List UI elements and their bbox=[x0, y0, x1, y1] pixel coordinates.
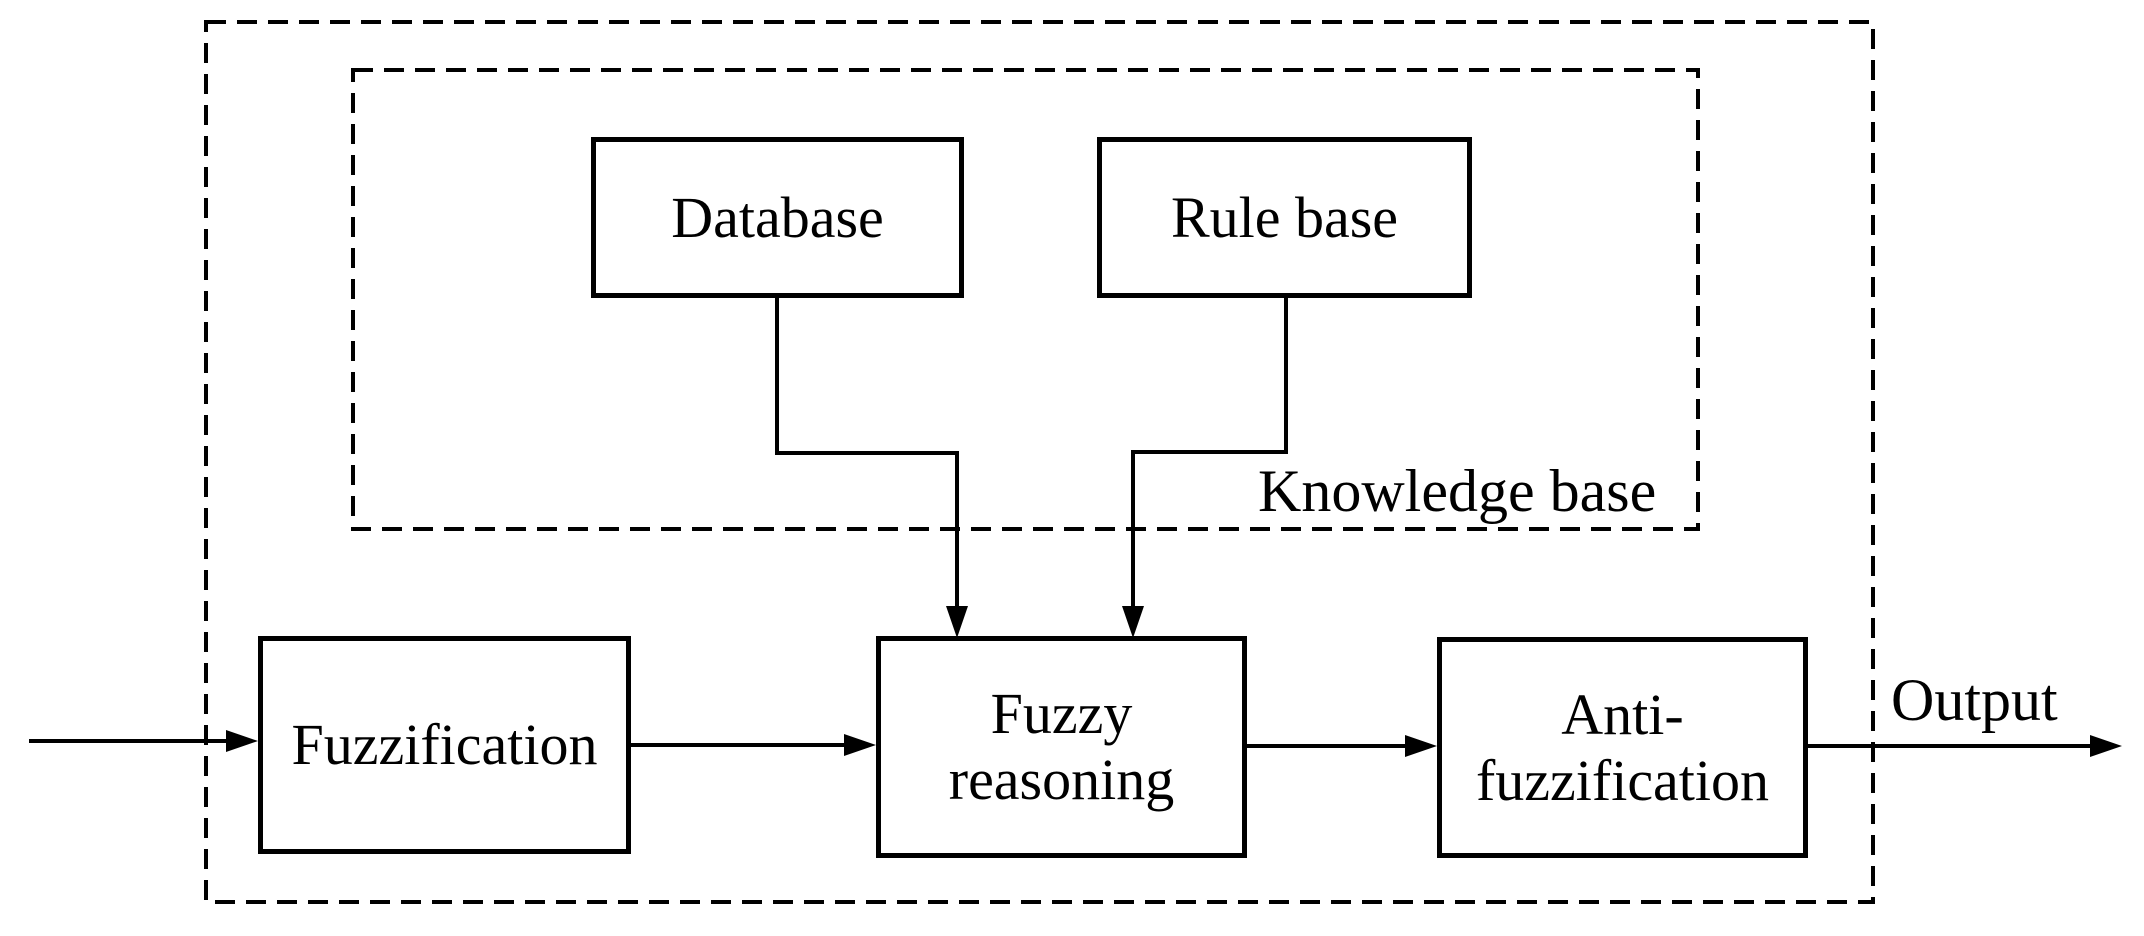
edge-rule-base-to-fuzzy-reasoning bbox=[1122, 298, 1288, 638]
node-anti-fuzzification-label-line1: Anti- bbox=[1561, 681, 1684, 747]
edge-fuzzy-reasoning-to-anti-fuzzification bbox=[1247, 735, 1437, 757]
node-database-label: Database bbox=[671, 184, 884, 250]
outer-dashed-frame bbox=[204, 20, 1875, 904]
node-fuzzy-reasoning-label-line2: reasoning bbox=[948, 747, 1175, 812]
edge-anti-fuzzification-to-output bbox=[1808, 735, 2122, 757]
edge-database-to-fuzzy-reasoning bbox=[775, 298, 968, 638]
edge-line bbox=[775, 298, 959, 612]
arrowhead-right-icon bbox=[226, 730, 258, 752]
output-label: Output bbox=[1891, 667, 2058, 733]
arrowhead-right-icon bbox=[2090, 735, 2122, 757]
knowledge-base-group-label: Knowledge base bbox=[1258, 458, 1657, 524]
node-anti-fuzzification: Anti- fuzzification bbox=[1437, 637, 1808, 858]
edge-input-to-fuzzification bbox=[29, 730, 258, 752]
node-fuzzy-reasoning: Fuzzy reasoning bbox=[876, 636, 1247, 858]
node-fuzzification: Fuzzification bbox=[258, 636, 631, 854]
node-anti-fuzzification-label-line2: fuzzification bbox=[1475, 747, 1770, 813]
arrowhead-down-icon bbox=[1122, 606, 1144, 638]
arrowhead-down-icon bbox=[946, 606, 968, 638]
node-database: Database bbox=[591, 137, 964, 298]
edge-line bbox=[1131, 298, 1288, 612]
arrowhead-right-icon bbox=[1405, 735, 1437, 757]
node-fuzzy-reasoning-label-line1: Fuzzy bbox=[990, 681, 1133, 746]
node-rule-base-label: Rule base bbox=[1170, 184, 1399, 250]
node-fuzzification-label: Fuzzification bbox=[291, 712, 598, 777]
arrowhead-right-icon bbox=[844, 734, 876, 756]
node-rule-base: Rule base bbox=[1097, 137, 1472, 298]
edge-fuzzification-to-fuzzy-reasoning bbox=[631, 734, 876, 756]
